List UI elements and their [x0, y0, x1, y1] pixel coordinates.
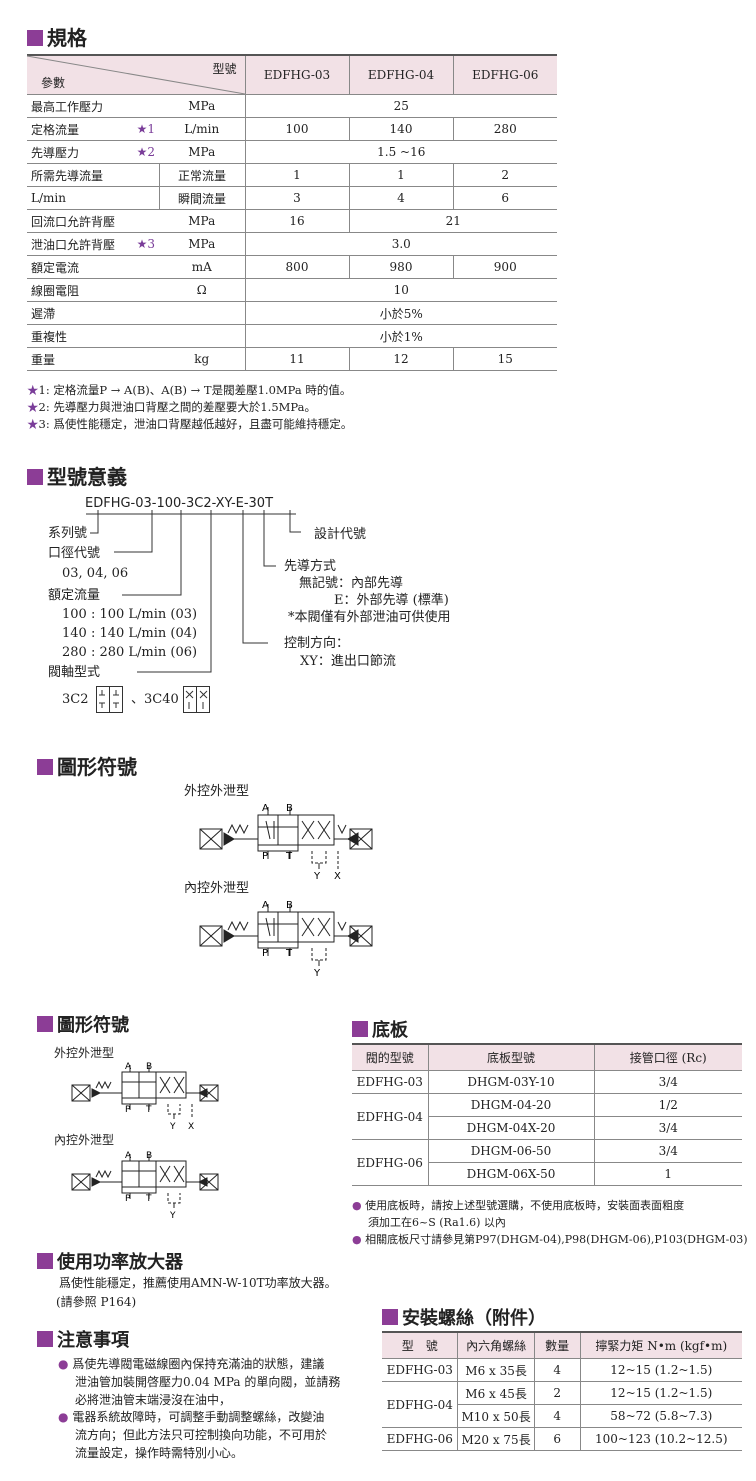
spec-row: 遲滯 小於5% — [27, 301, 557, 325]
table-row: M10 x 50長 4 58~72 (5.8~7.3) — [382, 1404, 742, 1428]
flow-option: 280 : 280 L/min (06) — [62, 645, 198, 660]
table-row: EDFHG-04 M6 x 45長 2 12~15 (1.2~1.5) — [382, 1381, 742, 1428]
spec-row: 回流口允許背壓 MPa 16 21 — [27, 209, 557, 233]
table-row: DHGM-04X-20 3/4 — [352, 1116, 742, 1140]
spec-row: 額定電流 mA 800 980 900 — [27, 255, 557, 279]
valve-symbol-int: A B P T Y — [199, 900, 373, 979]
design-label: 設計代號 — [314, 527, 367, 542]
port-p-label: P — [125, 1105, 131, 1115]
port-t-label: T — [145, 1194, 152, 1204]
port-a-label: A — [262, 803, 269, 814]
spec-row: 泄油口允許背壓★3 MPa 3.0 — [27, 232, 557, 256]
symbol-int-label: 內控外泄型 — [184, 881, 250, 896]
spec-note: ★2: 先導壓力與泄油口背壓之間的差壓要大於1.5MPa。 — [27, 400, 316, 414]
header-param-label: 參數 — [41, 76, 66, 90]
port-a-label: A — [262, 900, 269, 911]
model-code: EDFHG-03-100-3C2-XY-E-30T — [85, 496, 274, 511]
table-row: EDFHG-06 M20 x 75長 6 100~123 (10.2~12.5) — [382, 1427, 742, 1451]
port-a-label: A — [125, 1151, 132, 1161]
spec-note: ★1: 定格流量P → A(B)、A(B) → T是閥差壓1.0MPa 時的值。 — [27, 383, 352, 397]
port-a-label: A — [125, 1062, 132, 1072]
pilot-note: *本閥僅有外部泄油可供使用 — [288, 610, 451, 625]
spec-row: 重量 kg 11 12 15 — [27, 347, 557, 371]
spool-3c40: 、3C40 — [131, 692, 179, 707]
table-row: EDFHG-03 DHGM-03Y-10 3/4 — [352, 1070, 742, 1094]
port-b-label: B — [146, 1151, 152, 1161]
table-row: EDFHG-06 DHGM-06-50 3/4 — [352, 1139, 742, 1186]
valve-symbol-ext: A B P T Y X — [199, 803, 373, 882]
pilot-label: 先導方式 — [284, 559, 337, 574]
control-xy: XY：進出口節流 — [300, 654, 396, 669]
valve-symbol-small-ext: A B P T Y X — [71, 1062, 219, 1132]
port-p-label: P — [125, 1194, 131, 1204]
port-y-label: Y — [313, 968, 321, 979]
port-y-label: Y — [169, 1122, 176, 1132]
amplifier-heading: 使用功率放大器 — [37, 1248, 183, 1274]
model-col-06: EDFHG-06 — [452, 54, 557, 95]
flow-option: 140 : 140 L/min (04) — [62, 626, 198, 641]
port-p-label: P — [262, 851, 268, 862]
model-code-leader-lines — [86, 510, 301, 673]
bore-values: 03, 04, 06 — [62, 566, 129, 581]
spec-notes: ★1: 定格流量P → A(B)、A(B) → T是閥差壓1.0MPa 時的值。… — [27, 382, 352, 433]
subplate-heading: 底板 — [352, 1016, 408, 1042]
table-row: DHGM-06X-50 1 — [352, 1162, 742, 1186]
bolts-heading: 安裝螺絲（附件） — [382, 1304, 546, 1330]
spec-row: 線圈電阻 Ω 10 — [27, 278, 557, 302]
control-label: 控制方向： — [284, 636, 350, 651]
model-col-03: EDFHG-03 — [244, 54, 349, 95]
port-b-label: B — [286, 900, 293, 911]
amplifier-ref: (請參照 P164) — [56, 1295, 137, 1309]
series-label: 系列號 — [48, 526, 88, 541]
spec-row: 最高工作壓力 MPa 25 — [27, 94, 557, 118]
table-row: EDFHG-04 DHGM-04-20 1/2 — [352, 1093, 742, 1140]
spec-row: 所需先導流量 正常流量 1 1 2 — [27, 163, 557, 187]
subplate-notes: ● 使用底板時，請按上述型號選購，不使用底板時，安裝面表面粗度 須加工在6~S … — [352, 1199, 748, 1246]
spool-label: 閥軸型式 — [48, 665, 101, 680]
spec-row: 定格流量★1 L/min 100 140 280 — [27, 117, 557, 141]
pilot-none: 無記號：內部先導 — [299, 576, 404, 591]
port-x-label: X — [188, 1122, 194, 1132]
spool-3c40-symbol — [183, 686, 210, 713]
port-x-label: X — [334, 871, 341, 882]
port-t-label: T — [285, 851, 293, 862]
spec-corner-cell: 型號 參數 — [26, 54, 246, 95]
table-row: EDFHG-03 M6 x 35長 4 12~15 (1.2~1.5) — [382, 1358, 742, 1382]
port-y-label: Y — [169, 1211, 176, 1221]
port-b-label: B — [146, 1062, 152, 1072]
port-p-label: P — [262, 948, 268, 959]
model-col-04: EDFHG-04 — [348, 54, 453, 95]
caution-item: ● 爲使先導閥電磁線圈內保持充滿油的狀態，建議 泄油管加裝開啓壓力0.04 MP… — [58, 1357, 341, 1407]
symbol-ext-label: 外控外泄型 — [184, 784, 250, 799]
header-model-label: 型號 — [212, 62, 237, 76]
spool-3c2: 3C2 — [62, 692, 89, 707]
model-meaning-heading: 型號意義 — [27, 461, 127, 490]
port-y-label: Y — [313, 871, 321, 882]
bolts-table: 型 號 內六角螺絲 數量 擰緊力矩 N•m (kgf•m) EDFHG-03 M… — [382, 1331, 742, 1451]
symbol-small-int-label: 內控外泄型 — [54, 1133, 115, 1147]
symbol-small-ext-label: 外控外泄型 — [54, 1046, 115, 1060]
port-b-label: B — [286, 803, 293, 814]
flow-option: 100 : 100 L/min (03) — [62, 607, 198, 622]
spec-note: ★3: 爲使性能穩定，泄油口背壓越低越好，且盡可能維持穩定。 — [27, 417, 353, 431]
port-t-label: T — [145, 1105, 152, 1115]
symbols-heading: 圖形符號 — [37, 751, 137, 780]
caution-item: ● 電器系統故障時，可調整手動調整螺絲，改變油 流方向；但此方法只可控制換向功能… — [58, 1410, 328, 1460]
pilot-e: E：外部先導 (標準) — [334, 593, 449, 608]
port-t-label: T — [285, 948, 293, 959]
symbols-small-heading: 圖形符號 — [37, 1011, 129, 1037]
cautions-heading: 注意事項 — [37, 1326, 129, 1352]
amplifier-text: 爲使性能穩定，推薦使用AMN-W-10T功率放大器。 — [59, 1276, 337, 1290]
spec-table: 型號 參數 EDFHG-03 EDFHG-04 EDFHG-06 最高工作壓力 … — [26, 54, 557, 371]
spec-row: 重複性 小於1% — [27, 324, 557, 348]
valve-symbol-small-int: A B P T Y — [71, 1151, 219, 1221]
subplate-table: 閥的型號 底板型號 接管口徑 (Rc) EDFHG-03 DHGM-03Y-10… — [352, 1043, 742, 1186]
spool-3c2-symbol — [96, 686, 123, 713]
spec-row: 先導壓力★2 MPa 1.5 ~16 — [27, 140, 557, 164]
spec-row: L/min 瞬間流量 3 4 6 — [27, 186, 557, 210]
bore-label: 口徑代號 — [48, 546, 101, 561]
spec-heading: 規格 — [27, 22, 87, 51]
rated-flow-label: 額定流量 — [48, 588, 101, 603]
